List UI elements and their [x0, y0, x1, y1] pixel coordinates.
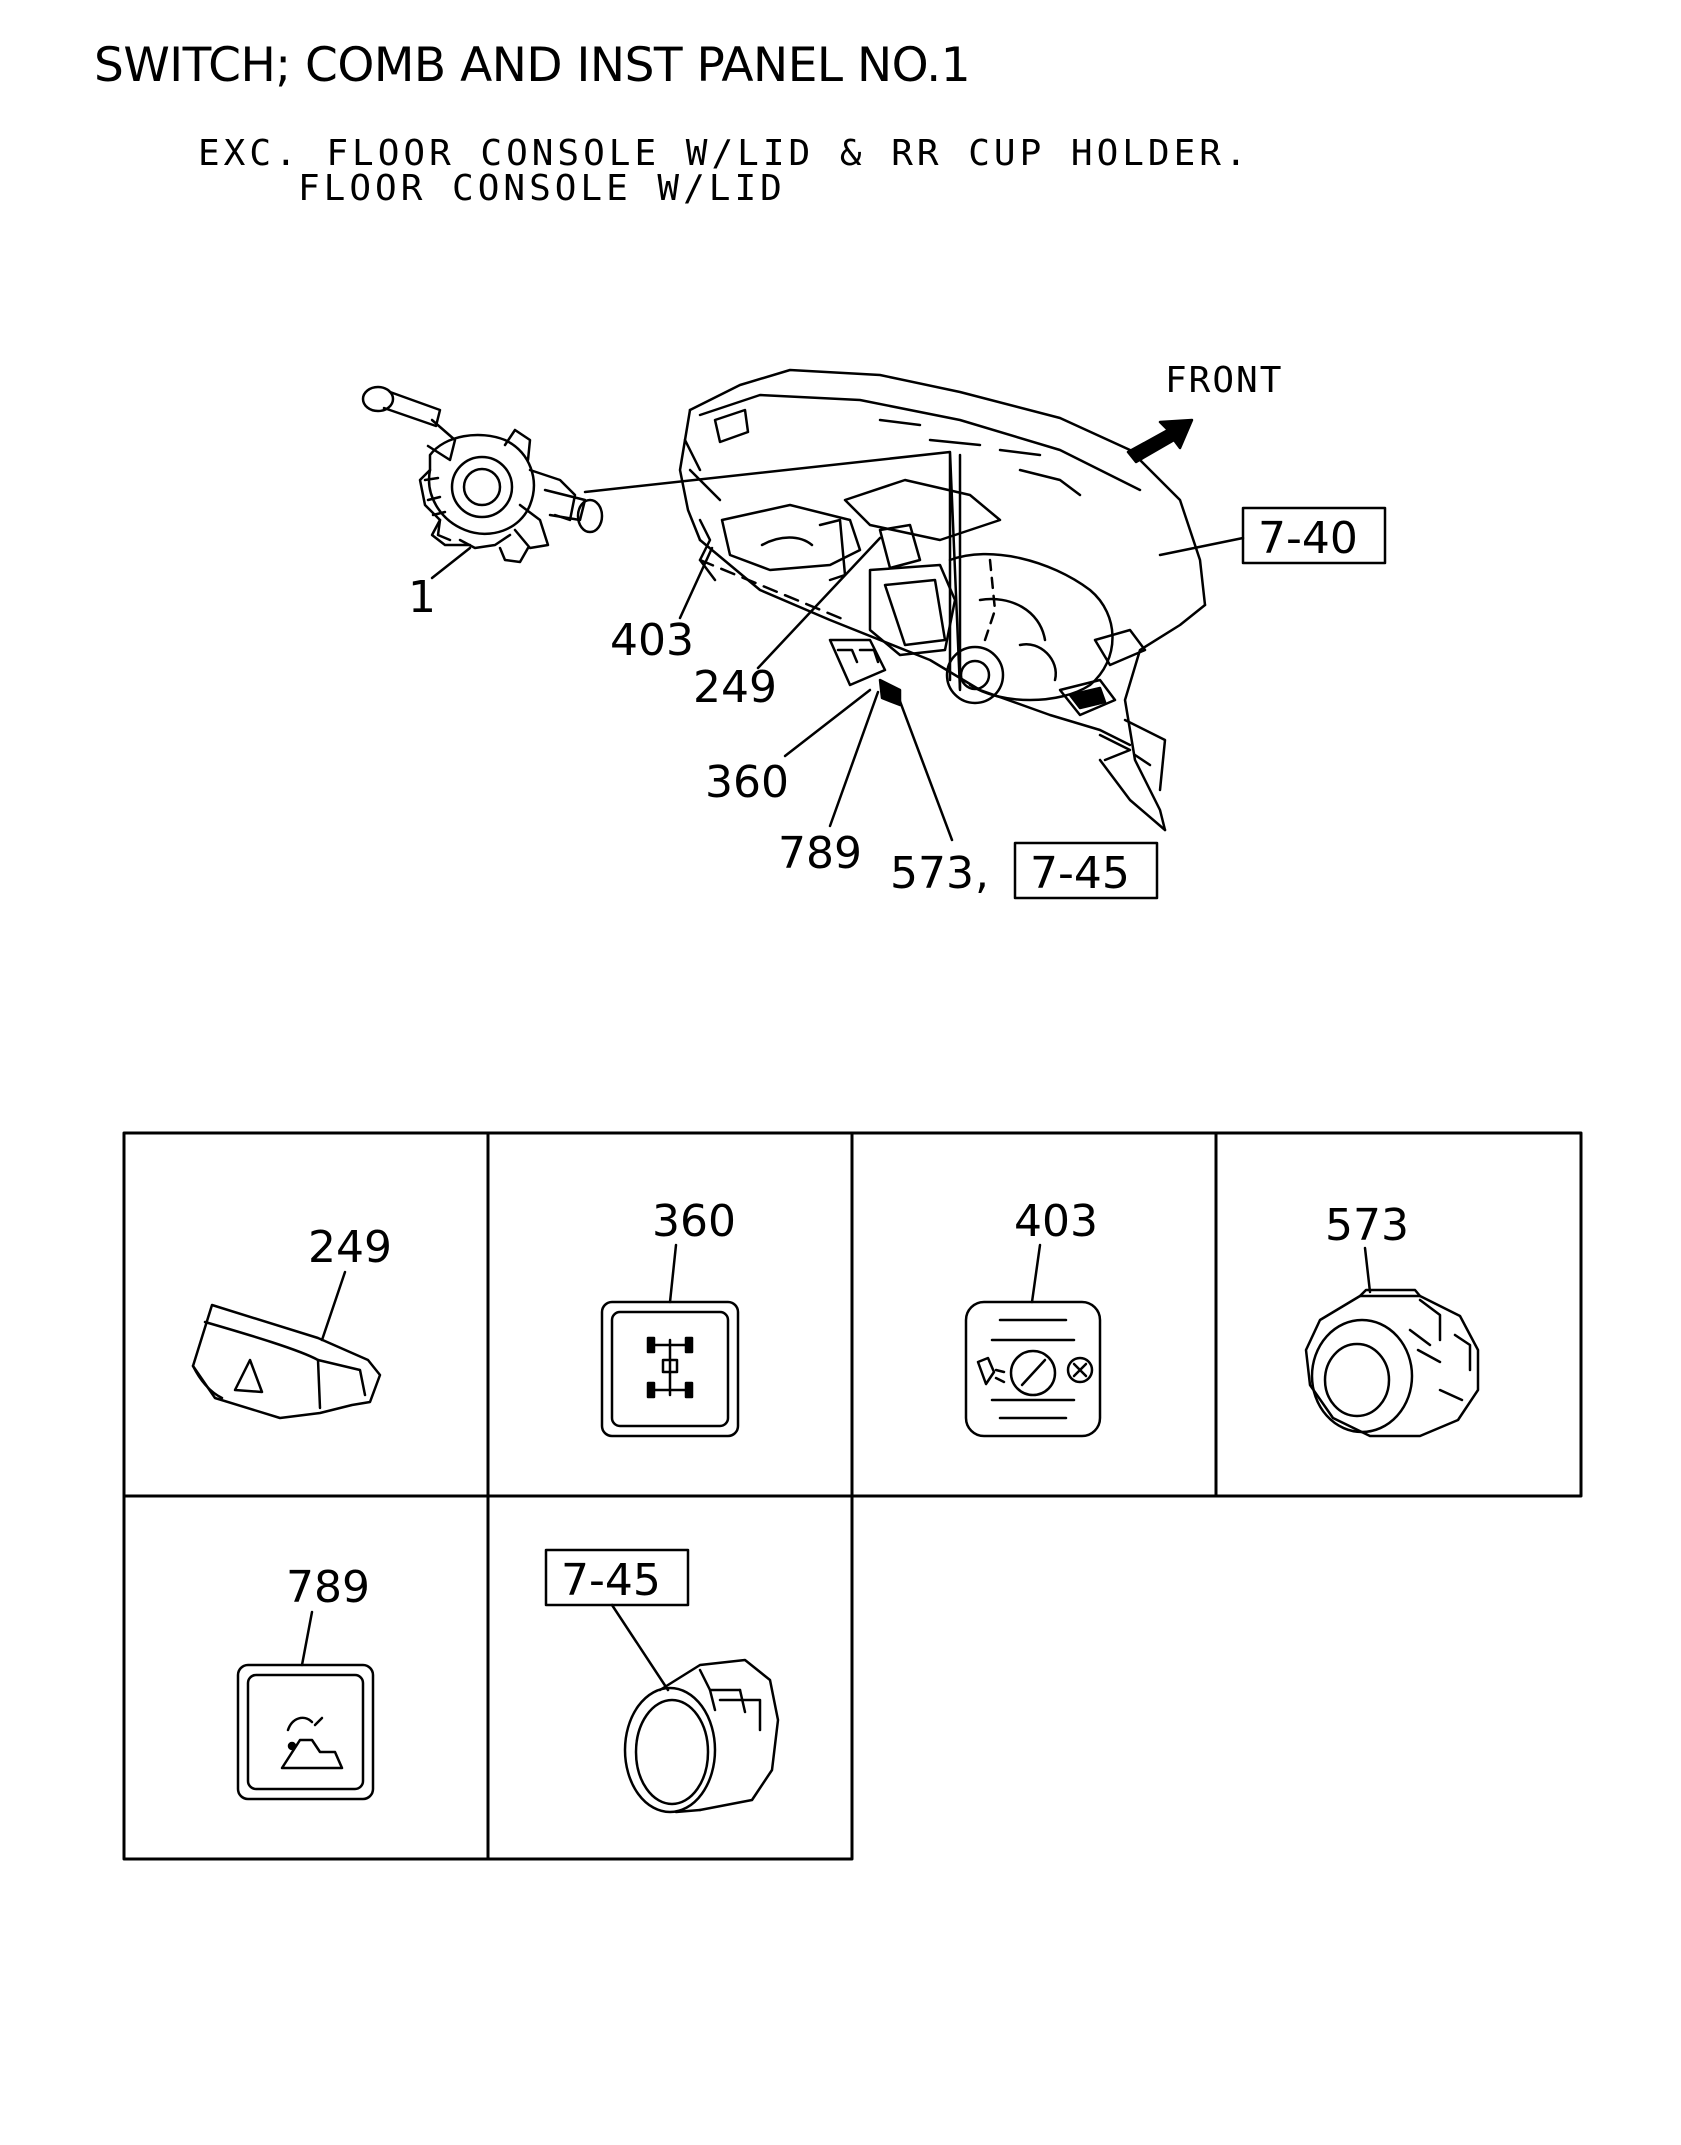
part-789-label: 789 — [286, 1562, 370, 1613]
round-switch-icon — [623, 1686, 717, 1814]
callout-573: 573 , — [890, 694, 989, 899]
triangle-icon — [233, 1358, 264, 1394]
ref-7-45-top-label: 7-45 — [1030, 848, 1130, 899]
ref-box-7-45-top: 7-45 — [1013, 841, 1159, 900]
instrument-panel — [678, 368, 1207, 832]
part-cell-789: 789 — [236, 1562, 375, 1801]
combination-switch — [361, 385, 604, 564]
front-direction: FRONT — [1126, 360, 1283, 464]
dial-knob-icon — [1310, 1318, 1414, 1434]
ref-box-7-40: 7-40 — [1158, 506, 1387, 565]
part-360-label: 360 — [652, 1196, 736, 1247]
parts-grid — [122, 1131, 1583, 1861]
callout-403-label: 403 — [610, 615, 694, 666]
note-line-2: FLOOR CONSOLE W/LID — [298, 168, 786, 209]
part-cell-360: 360 — [600, 1196, 740, 1438]
headlamp-knob-icon — [1009, 1349, 1057, 1397]
callout-789: 789 — [778, 690, 880, 879]
callout-1-label: 1 — [408, 572, 436, 623]
callout-789-label: 789 — [778, 828, 862, 879]
part-cell-403: 403 — [964, 1196, 1102, 1438]
note-line-1: EXC. FLOOR CONSOLE W/LID & RR CUP HOLDER… — [198, 133, 1251, 174]
callout-360: 360 — [705, 688, 872, 808]
four-wheel-drive-icon — [646, 1336, 694, 1399]
callout-573-label: 573 — [890, 848, 974, 899]
leader-switch-to-panel — [583, 450, 962, 692]
callout-249: 249 — [693, 536, 882, 713]
fog-lamp-icon — [1066, 1356, 1094, 1384]
callout-1: 1 — [408, 546, 472, 623]
callout-360-label: 360 — [705, 757, 789, 808]
part-249-label: 249 — [308, 1222, 392, 1273]
front-arrow-icon — [1126, 418, 1194, 464]
part-cell-249: 249 — [191, 1222, 392, 1420]
callout-249-label: 249 — [693, 662, 777, 713]
hill-descent-icon — [280, 1716, 344, 1770]
part-cell-7-45: 7-45 — [544, 1548, 780, 1814]
callout-403: 403 — [610, 546, 714, 666]
part-403-label: 403 — [1014, 1196, 1098, 1247]
dash-light-icon — [976, 1356, 996, 1386]
page-title: SWITCH; COMB AND INST PANEL NO.1 — [94, 38, 971, 93]
callout-573-separator: , — [975, 848, 989, 899]
front-label: FRONT — [1165, 360, 1283, 401]
part-573-label: 573 — [1325, 1200, 1409, 1251]
part-cell-573: 573 — [1304, 1200, 1480, 1438]
ref-7-40-label: 7-40 — [1258, 513, 1358, 564]
part-7-45-label: 7-45 — [561, 1555, 661, 1606]
